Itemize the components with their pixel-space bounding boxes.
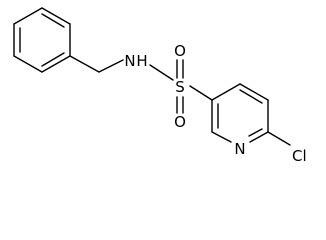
atom-label-s: S — [175, 78, 185, 96]
atom-label-nh-n: N — [124, 52, 135, 70]
bond-pyridine-double-1 — [239, 89, 263, 104]
benzene-ring — [13, 7, 71, 73]
bond-benzene-3 — [41, 55, 71, 73]
bond-ch2-n — [98, 59, 124, 73]
bond-benzene-4 — [13, 55, 43, 73]
atom-label-nh-h: H — [136, 52, 147, 70]
sulfonyl-oxygens — [176, 59, 184, 114]
bond-c-cl — [267, 131, 291, 146]
bond-n-s — [149, 64, 174, 81]
bond-pyridine-5 — [211, 131, 232, 143]
bond-pyridine-2 — [239, 83, 269, 101]
bond-benzene-double-1 — [41, 13, 65, 28]
bond-pyridine-double-2 — [248, 128, 263, 137]
bond-benzene-1 — [41, 7, 71, 25]
bond-pyridine-1 — [211, 83, 241, 101]
atom-label-o-bottom: O — [174, 113, 186, 131]
atom-label-cl: Cl — [292, 147, 307, 165]
atom-label-pyridine-n: N — [234, 140, 245, 158]
chemical-structure: N H S O O N Cl — [13, 7, 307, 165]
benzyl-linker — [69, 55, 124, 73]
pyridine-ring — [211, 83, 269, 143]
atom-label-o-top: O — [174, 42, 186, 60]
bond-pyridine-4 — [249, 131, 269, 143]
bond-benzene-double-2 — [41, 52, 65, 67]
bond-s-ring — [189, 85, 213, 101]
bond-benzene-6 — [13, 7, 43, 25]
bond-ring-ch2 — [69, 55, 100, 73]
